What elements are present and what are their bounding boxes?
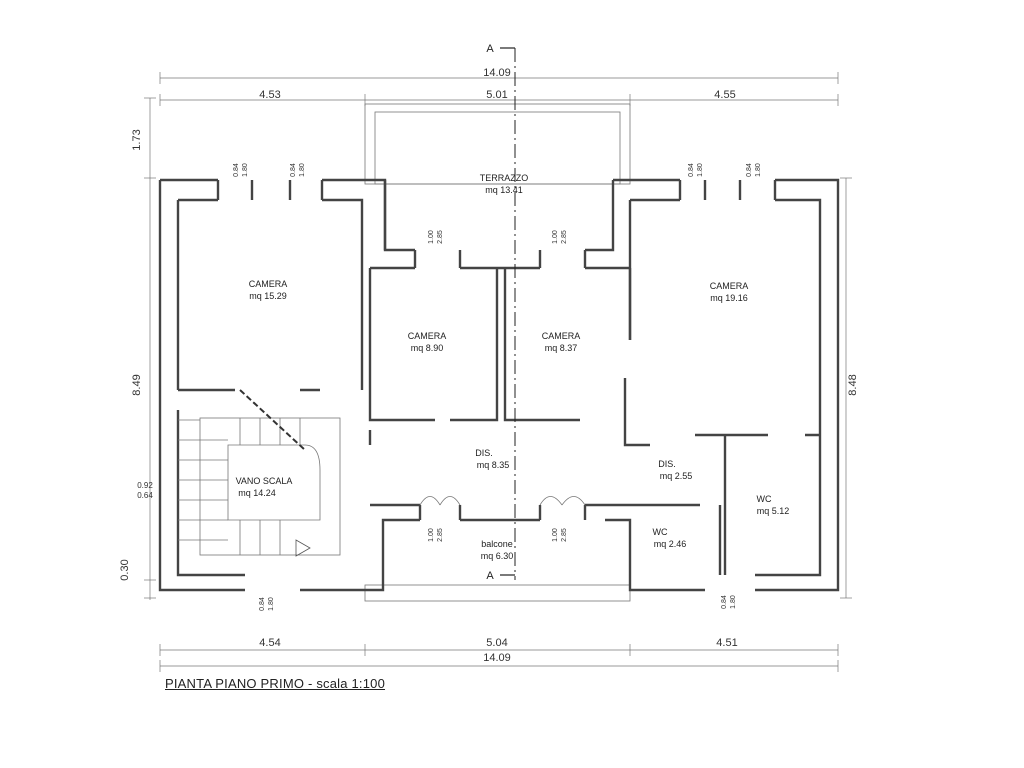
exterior-walls [158,178,840,592]
vano-scala-name: VANO SCALA [236,476,293,486]
section-marker-bottom: A [486,570,494,582]
w6-width: 0.84 [721,595,728,609]
dim-bottom-right: 4.51 [716,637,737,649]
dim-bottom-mid: 5.04 [486,637,507,649]
wc-small-name: WC [653,527,668,537]
dim-left-top: 1.73 [131,129,143,150]
d4-height: 2.85 [561,528,568,542]
dim-left-height: 8.49 [131,374,143,395]
terrazzo-area: mq 13.41 [485,185,523,195]
wc-large-name: WC [757,494,772,504]
camera-mid1-area: mq 8.90 [411,343,444,353]
dis-small-area: mq 2.55 [660,471,693,481]
w3-width: 0.84 [688,163,695,177]
terrace-outline [364,103,631,185]
opening-labels: 0.84 1.80 0.84 1.80 0.84 1.80 0.84 1.80 … [233,163,762,611]
w2-height: 1.80 [299,163,306,177]
plan-title: PIANTA PIANO PRIMO - scala 1:100 [165,676,386,691]
camera-right-area: mq 19.16 [710,293,748,303]
dim-bottom-total: 14.09 [483,652,511,664]
balcone-name: balcone [481,539,513,549]
d2-width: 1.00 [552,230,559,244]
vano-scala-area: mq 14.24 [238,488,276,498]
dis-main-area: mq 8.35 [477,460,510,470]
balcone-area: mq 6.30 [481,551,514,561]
d4-width: 1.00 [552,528,559,542]
dim-left-bottom: 0.30 [119,559,131,580]
dis-small-name: DIS. [658,459,676,469]
w5-height: 1.80 [268,597,275,611]
d3-height: 2.85 [437,528,444,542]
d3-width: 1.00 [428,528,435,542]
dim-side-opening-h: 0.64 [137,491,153,500]
section-line: A A [486,43,516,582]
d1-width: 1.00 [428,230,435,244]
dim-bottom-left: 4.54 [259,637,280,649]
dimension-lines [144,72,852,672]
d2-height: 2.85 [561,230,568,244]
camera-left-name: CAMERA [249,279,288,289]
w6-height: 1.80 [730,595,737,609]
w2-width: 0.84 [290,163,297,177]
camera-mid2-name: CAMERA [542,331,581,341]
w5-width: 0.84 [259,597,266,611]
w4-width: 0.84 [746,163,753,177]
section-marker-top: A [486,43,494,55]
wc-small-area: mq 2.46 [654,539,687,549]
w4-height: 1.80 [755,163,762,177]
staircase [178,389,341,557]
dim-top-mid: 5.01 [486,89,507,101]
camera-right-name: CAMERA [710,281,749,291]
wc-large-area: mq 5.12 [757,506,790,516]
interior-walls [178,268,820,575]
balcony-outline [364,584,631,602]
dim-side-opening-w: 0.92 [137,481,153,490]
camera-mid2-area: mq 8.37 [545,343,578,353]
dimension-labels: 14.09 4.53 5.01 4.55 4.54 5.04 4.51 14.0… [119,67,859,664]
dim-top-left: 4.53 [259,89,280,101]
dim-right-height: 8.48 [847,374,859,395]
w1-height: 1.80 [242,163,249,177]
w1-width: 0.84 [233,163,240,177]
terrazzo-name: TERRAZZO [480,173,529,183]
w3-height: 1.80 [697,163,704,177]
doors [419,496,586,506]
room-labels: TERRAZZO mq 13.41 CAMERA mq 15.29 CAMERA… [236,173,790,561]
dis-main-name: DIS. [475,448,493,458]
dim-top-right: 4.55 [714,89,735,101]
camera-left-area: mq 15.29 [249,291,287,301]
d1-height: 2.85 [437,230,444,244]
camera-mid1-name: CAMERA [408,331,447,341]
dim-top-total: 14.09 [483,67,511,79]
